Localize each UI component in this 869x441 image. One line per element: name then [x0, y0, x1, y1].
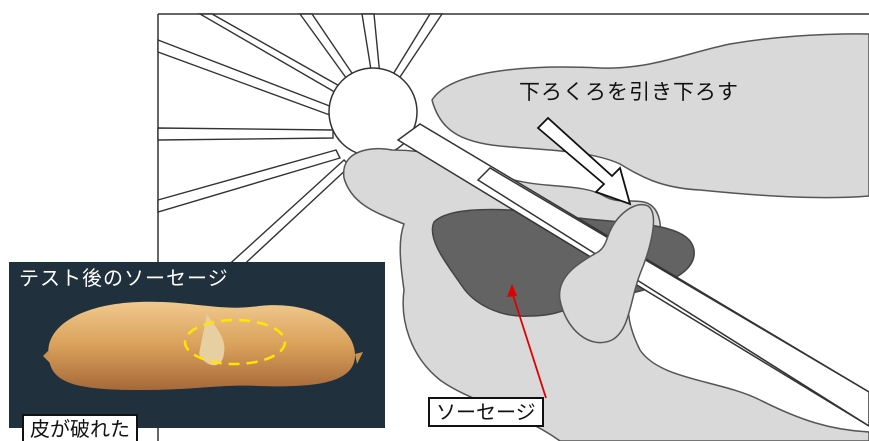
sausage-label-box: ソーセージ [428, 397, 544, 427]
photo-caption: テスト後のソーセージ [19, 262, 229, 291]
pull-down-instruction-label: 下ろくろを引き下ろす [519, 76, 739, 106]
sausage-photo: テスト後のソーセージ [9, 262, 385, 428]
torn-skin-label-box: 皮が破れた [22, 414, 138, 441]
